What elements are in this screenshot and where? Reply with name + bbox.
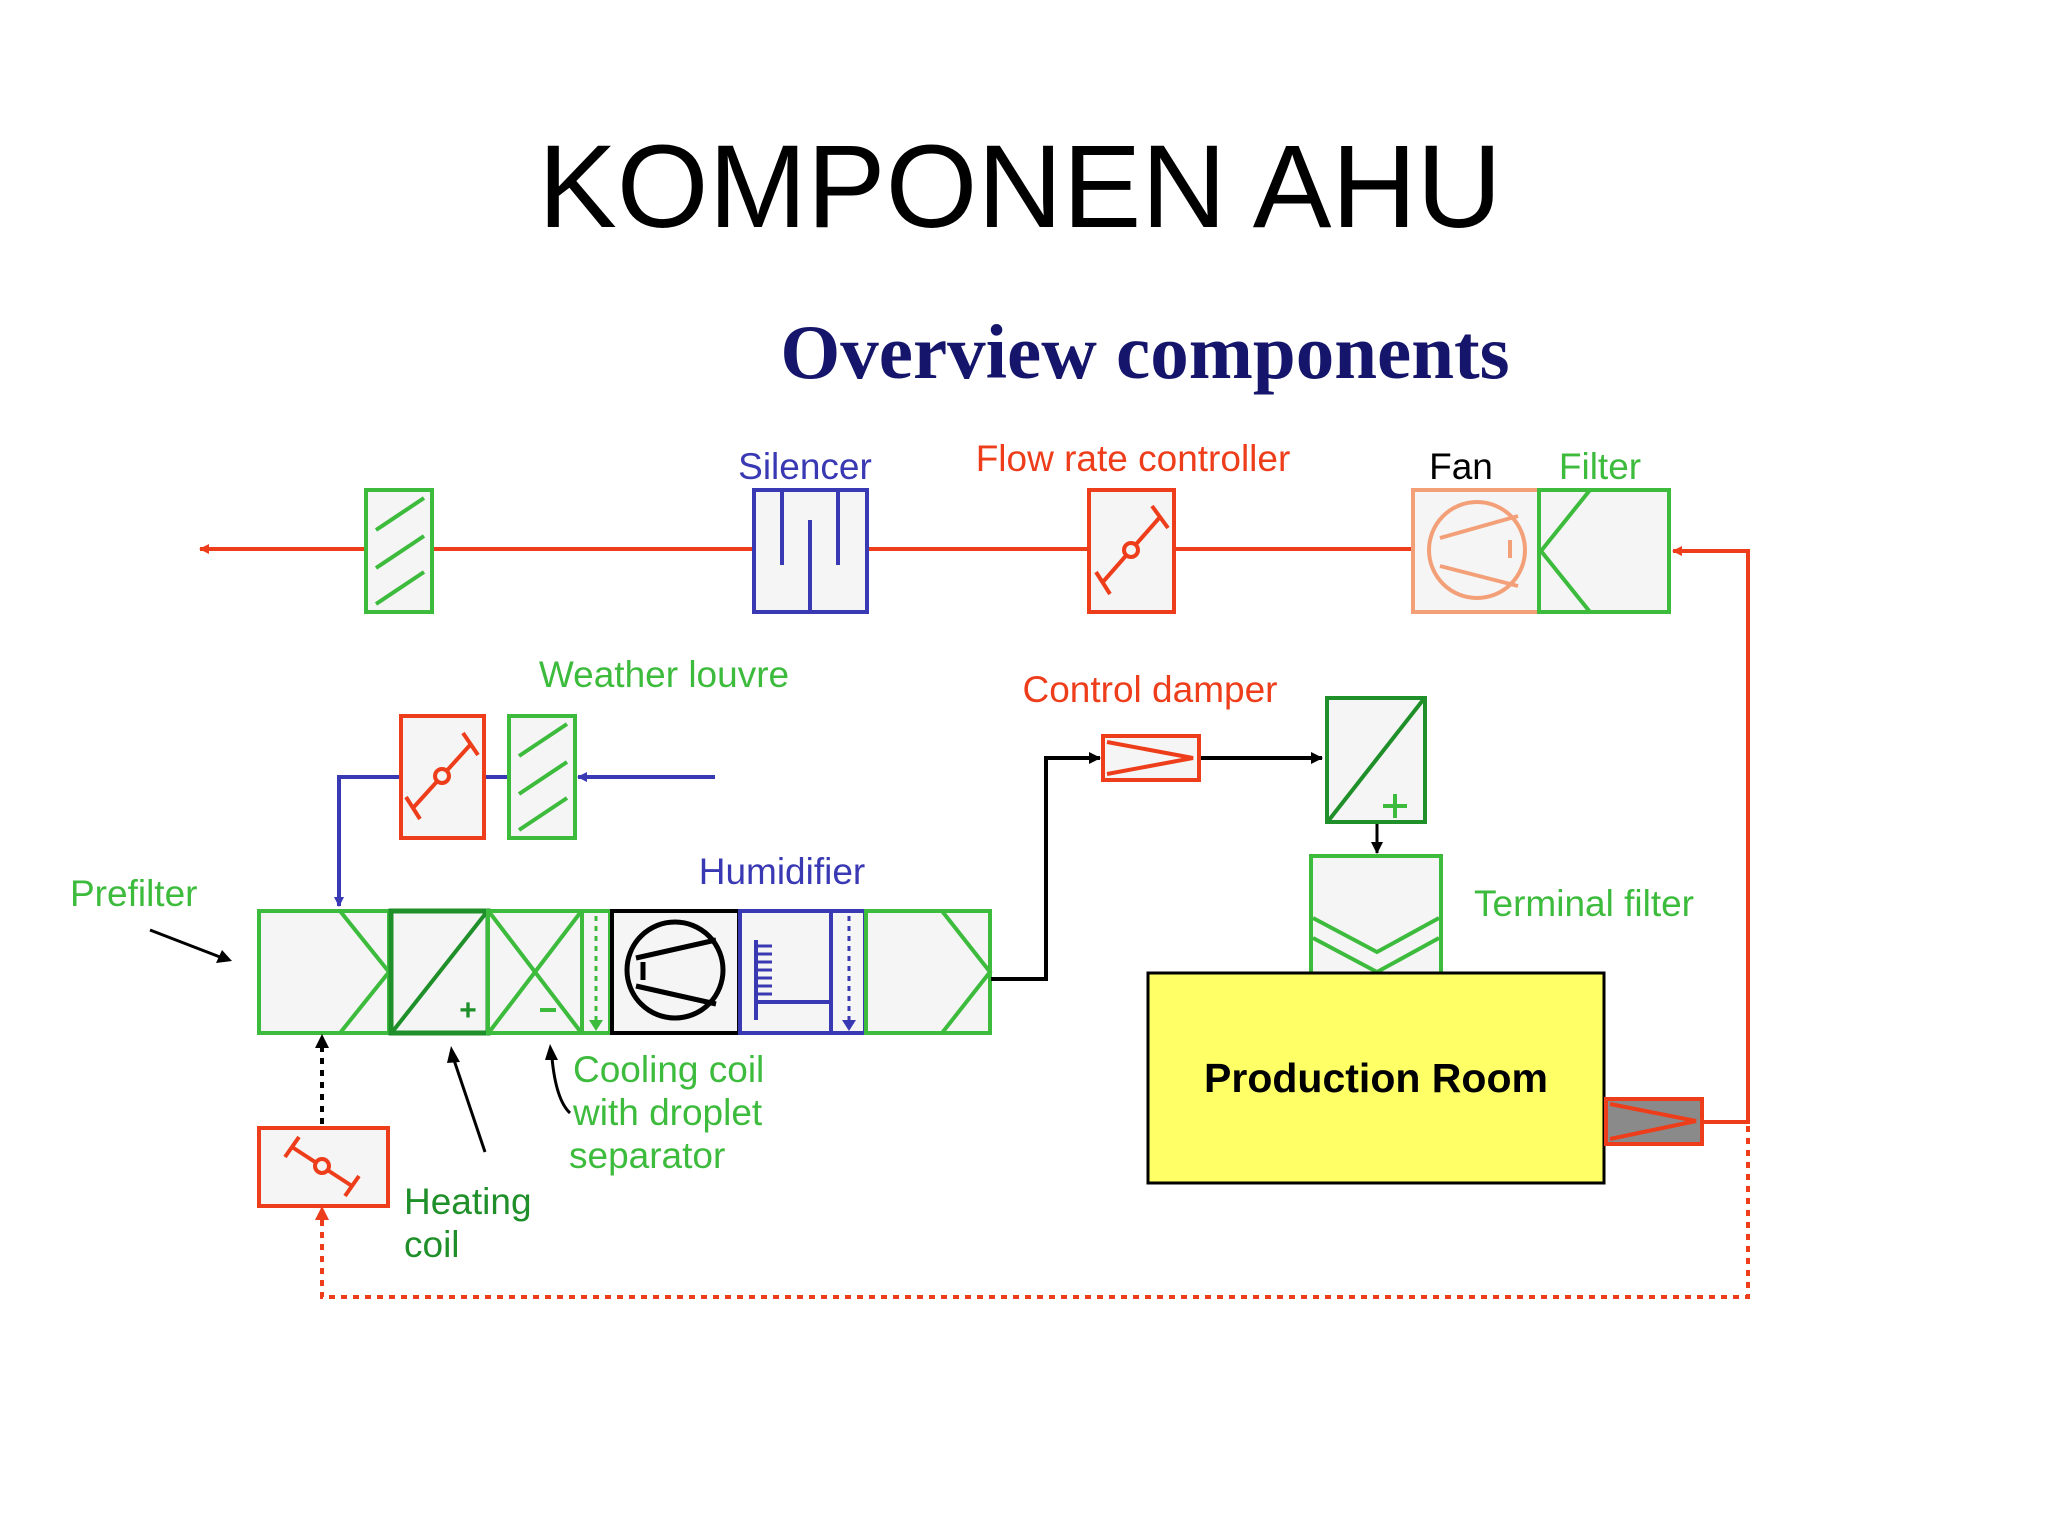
weather-louvre-label: Weather louvre (539, 654, 789, 695)
svg-text:+: + (459, 994, 477, 1027)
fresh-air-duct (334, 772, 715, 907)
control-damper-label: Control damper (1022, 669, 1277, 710)
heating-coil-label-line1: Heating (404, 1181, 532, 1222)
flow-rate-controller (1087, 488, 1176, 614)
heating-coil: + (388, 908, 491, 1036)
cooling-coil-label-line1: Cooling coil (573, 1049, 764, 1090)
diagram-subtitle: Overview components (780, 309, 1509, 395)
control-damper (1101, 734, 1201, 782)
humidifier (738, 909, 867, 1035)
return-filter (1537, 488, 1671, 614)
prefilter-pointer (149, 928, 232, 963)
room-exhaust-damper (1604, 1097, 1704, 1146)
cooling-coil-label-line2: with droplet (572, 1092, 763, 1133)
cooling-coil-label-line3: separator (569, 1135, 725, 1176)
supply-duct (991, 752, 1383, 981)
heating-coil-pointer (447, 1046, 487, 1153)
humidifier-label: Humidifier (699, 851, 866, 892)
cooling-coil-pointer (545, 1044, 572, 1115)
return-air-duct (199, 544, 1750, 1124)
intake-damper (399, 714, 486, 840)
terminal-filter (1309, 854, 1443, 976)
silencer (752, 488, 869, 614)
prefilter-label: Prefilter (70, 873, 197, 914)
production-room (1146, 971, 1606, 1185)
supply-fan (610, 909, 741, 1035)
ahu-unit: + (257, 908, 993, 1036)
production-room-label: Production Room (1204, 1055, 1548, 1101)
ahu-final-filter (864, 909, 993, 1035)
droplet-separator (580, 909, 612, 1035)
prefilter (257, 909, 392, 1035)
recirculation-damper (257, 1126, 390, 1208)
terminal-heater (1325, 696, 1427, 824)
cooling-coil (486, 909, 584, 1035)
filter-label: Filter (1559, 446, 1641, 487)
exhaust-filter (364, 488, 434, 614)
exhaust-fan (1411, 488, 1541, 614)
silencer-label: Silencer (738, 446, 872, 487)
heating-coil-label-line2: coil (404, 1224, 460, 1265)
fan-label: Fan (1429, 446, 1493, 487)
flow-rate-controller-label: Flow rate controller (976, 438, 1291, 479)
weather-louvre (507, 714, 577, 840)
recirculation-line (315, 1034, 1750, 1299)
page-title: KOMPONEN AHU (538, 121, 1502, 253)
terminal-filter-label: Terminal filter (1474, 883, 1694, 924)
